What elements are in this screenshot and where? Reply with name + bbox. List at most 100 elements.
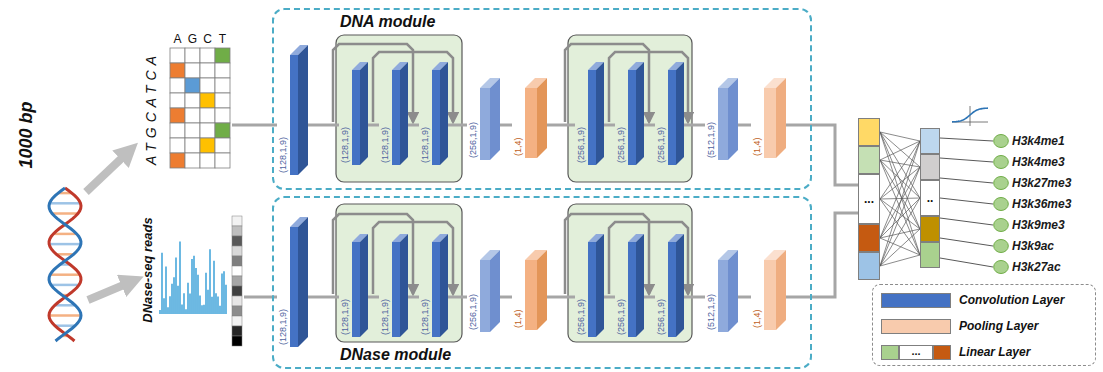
sigmoid-curve [952,108,988,122]
signal-spike [223,271,224,314]
connector [368,124,379,127]
linear-unit [921,181,940,216]
signal-spike [165,266,166,314]
output-node: H3k27me3 [993,175,1074,191]
helix-rung [51,284,79,287]
layer-size-label: (1,4) [513,309,524,328]
layer-size-label: (128,1,9) [380,127,391,163]
conv-layer: (256,1,9) [467,250,500,332]
layer-size-label: (128,1,9) [340,299,351,335]
block-face [432,70,440,165]
histone-mark-label: H3k36me3 [1012,196,1071,212]
block-side [360,234,368,337]
layer-size-label: (256,1,9) [616,299,627,335]
histone-mark-label: H3k27ac [1012,259,1061,275]
output-node: H3k36me3 [993,196,1074,212]
one-hot-cell [200,123,215,138]
signal-spike [183,293,184,314]
linear-layer: .. [920,128,940,268]
block-face [432,242,440,337]
block-side [636,234,644,337]
connector [448,296,467,299]
block-side [298,217,308,347]
output-circle-shape [994,198,1009,211]
helix-rung [49,243,81,246]
output-circle [993,217,1009,233]
signal-spike [209,249,210,314]
input-arrow [86,156,124,192]
signal-spike [173,277,174,314]
grey-scale-cell [232,326,242,336]
connector [880,132,920,266]
layer-size-label: (128,1,9) [278,137,289,173]
block-side [490,78,500,160]
block-side [490,250,500,332]
linear-unit [921,155,940,180]
one-hot-cell [170,138,185,153]
layer-size-label: (256,1,9) [468,122,479,158]
grey-scale-cell [232,336,242,346]
module-frame: DNase module(128,1,9)(128,1,9)(128,1,9)(… [272,196,812,369]
output-node: H3k9me3 [993,217,1067,233]
grey-scale-cell [232,256,242,266]
grey-scale-cell [232,306,242,316]
signal-spike [199,296,200,314]
signal-spike [197,275,198,314]
one-hot-cell [185,93,200,108]
helix-rung [49,314,81,317]
block-face [480,260,490,332]
grey-scale-cell [232,296,242,306]
connector [786,125,858,185]
one-hot-cell [215,108,230,123]
one-hot-cell [200,153,215,168]
signal-spike [169,296,170,314]
one-hot-cell [215,138,230,153]
input-name: DNase-seq reads [141,217,154,323]
conv-layer: (256,1,9) [467,78,500,160]
module-frame: DNA module(128,1,9)(128,1,9)(128,1,9)(12… [272,8,812,190]
layer-size-label: (1,4) [513,137,524,156]
layer-size-label: (512,1,9) [706,122,717,158]
output-circle-shape [994,240,1009,253]
signal-spike [161,253,162,314]
layer-size-label: (1,4) [752,309,763,328]
signal-spike [159,310,160,314]
legend-swatch [881,319,951,334]
helix-rung [50,202,81,205]
residual-block [336,204,462,342]
conv-layer: (128,1,9) [419,234,448,337]
block-side [676,234,684,337]
pooling-layer: (1,4) [512,78,547,158]
grey-scale-cell [232,246,242,256]
legend-swatch-part [882,346,899,360]
legend-entry: Pooling Layer [881,319,1087,334]
layer-size-label: (128,1,9) [380,299,391,335]
grey-scale-cell [232,276,242,286]
signal-spike [181,304,182,314]
block-face [525,260,537,330]
signal-spike [191,259,192,314]
layer-size-label: (128,1,9) [420,127,431,163]
block-side [400,62,408,165]
block-face [764,260,776,330]
linear-unit [859,119,880,146]
layer-size-label: (256,1,9) [656,299,667,335]
connector [940,258,993,267]
linear-unit [859,225,880,252]
grey-scale-cell [232,286,242,296]
connector [738,296,751,299]
block-side [360,62,368,165]
block-face [352,242,360,337]
connector [368,296,379,299]
layer-size-label: (128,1,9) [340,127,351,163]
connector [644,124,655,127]
layer-size-label: (256,1,9) [576,127,587,163]
signal-spike [187,283,188,314]
connector [308,124,339,127]
pooling-layer: (1,4) [751,78,786,158]
conv-layer: (128,1,9) [419,62,448,165]
input-arrow [88,284,126,300]
residual-block [568,35,692,182]
legend-swatch [881,293,951,308]
grey-scale-cell [232,226,242,236]
